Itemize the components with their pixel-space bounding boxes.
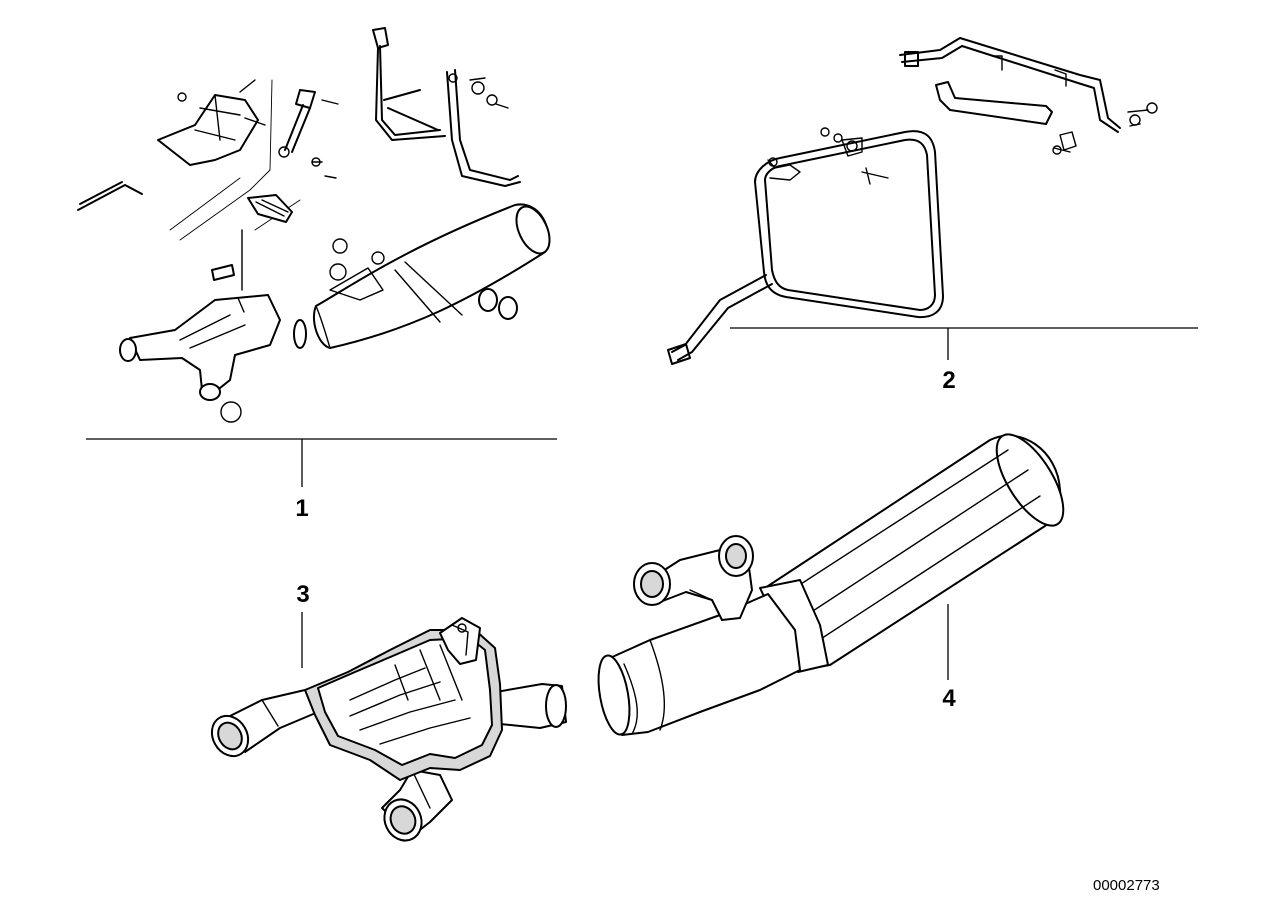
silencer-small-icon: [312, 203, 551, 349]
heat-shield-bracket-icon: [372, 27, 521, 187]
diagram-number: 00002773: [1093, 877, 1160, 894]
callout-2: 2: [942, 367, 956, 394]
callout-4: 4: [942, 685, 956, 712]
carrier-frame-icon: [667, 127, 944, 365]
mounting-bracket-icon: [157, 79, 266, 166]
allen-key-icon: [77, 181, 143, 211]
assembly-1-illustration: [77, 27, 557, 487]
silencer-4-illustration: [597, 433, 1065, 736]
carrier-2-illustration: [667, 37, 1198, 365]
footrest-icon: [241, 194, 293, 291]
callout-3: 3: [296, 581, 310, 608]
callout-1: 1: [295, 495, 309, 522]
collector-3-illustration: [210, 612, 567, 842]
manifold-small-icon: [119, 294, 281, 423]
